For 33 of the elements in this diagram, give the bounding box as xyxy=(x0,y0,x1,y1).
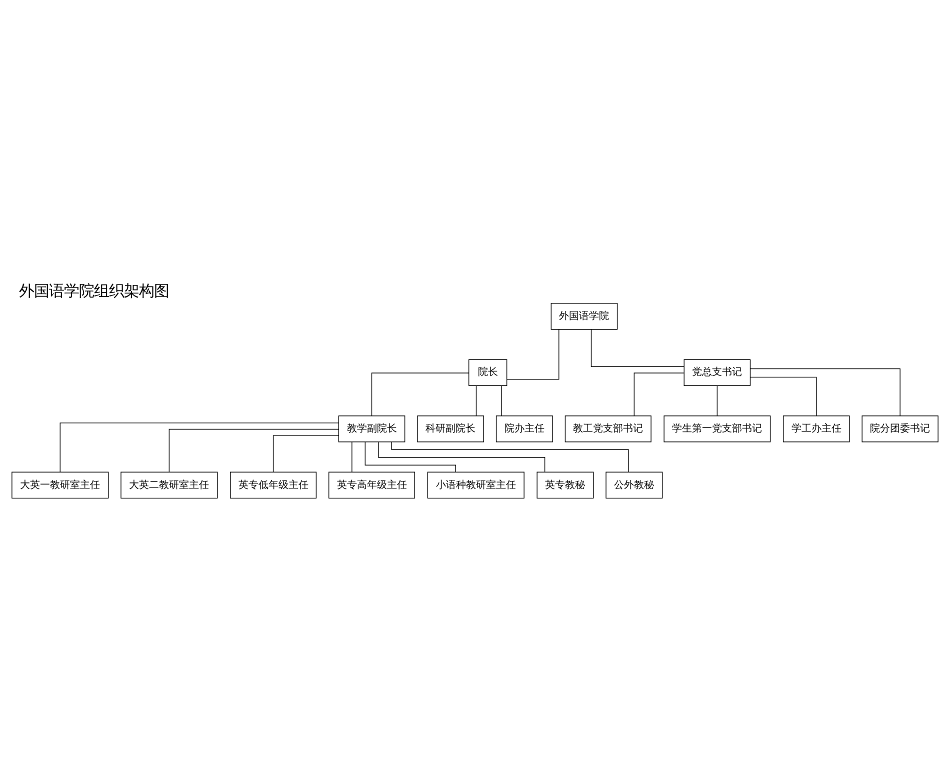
node-box: 小语种教研室主任 xyxy=(427,472,524,499)
connector xyxy=(590,329,684,367)
node-box: 院分团委书记 xyxy=(862,416,938,442)
node-box: 英专教秘 xyxy=(536,472,594,499)
connector xyxy=(391,442,629,472)
connector xyxy=(634,372,684,416)
node-box: 英专低年级主任 xyxy=(230,472,317,499)
node-box: 教工党支部书记 xyxy=(564,416,652,442)
node-box: 大英二教研室主任 xyxy=(120,472,218,499)
node-box: 党总支书记 xyxy=(684,359,751,386)
connector xyxy=(750,376,817,416)
connector xyxy=(501,385,502,416)
connector xyxy=(716,385,718,416)
connector xyxy=(506,329,560,380)
connector xyxy=(272,435,340,472)
node-box: 大英一教研室主任 xyxy=(12,472,109,499)
node-box: 院办主任 xyxy=(496,416,553,442)
node-box: 公外教秘 xyxy=(606,472,663,499)
node-box: 院长 xyxy=(468,359,508,386)
connector xyxy=(476,385,477,416)
connector xyxy=(378,442,546,472)
connector xyxy=(364,442,456,472)
diagram-title: 外国语学院组织架构图 xyxy=(19,282,170,300)
connector xyxy=(168,428,339,472)
node-box: 学生第一党支部书记 xyxy=(664,416,771,442)
node-box: 教学副院长 xyxy=(338,416,406,442)
node-box: 英专高年级主任 xyxy=(328,472,416,499)
connector xyxy=(60,422,339,472)
connector xyxy=(371,372,470,416)
connector xyxy=(750,368,900,416)
node-box: 外国语学院 xyxy=(550,302,618,330)
node-box: 学工办主任 xyxy=(782,416,850,442)
node-box: 科研副院长 xyxy=(417,416,484,442)
